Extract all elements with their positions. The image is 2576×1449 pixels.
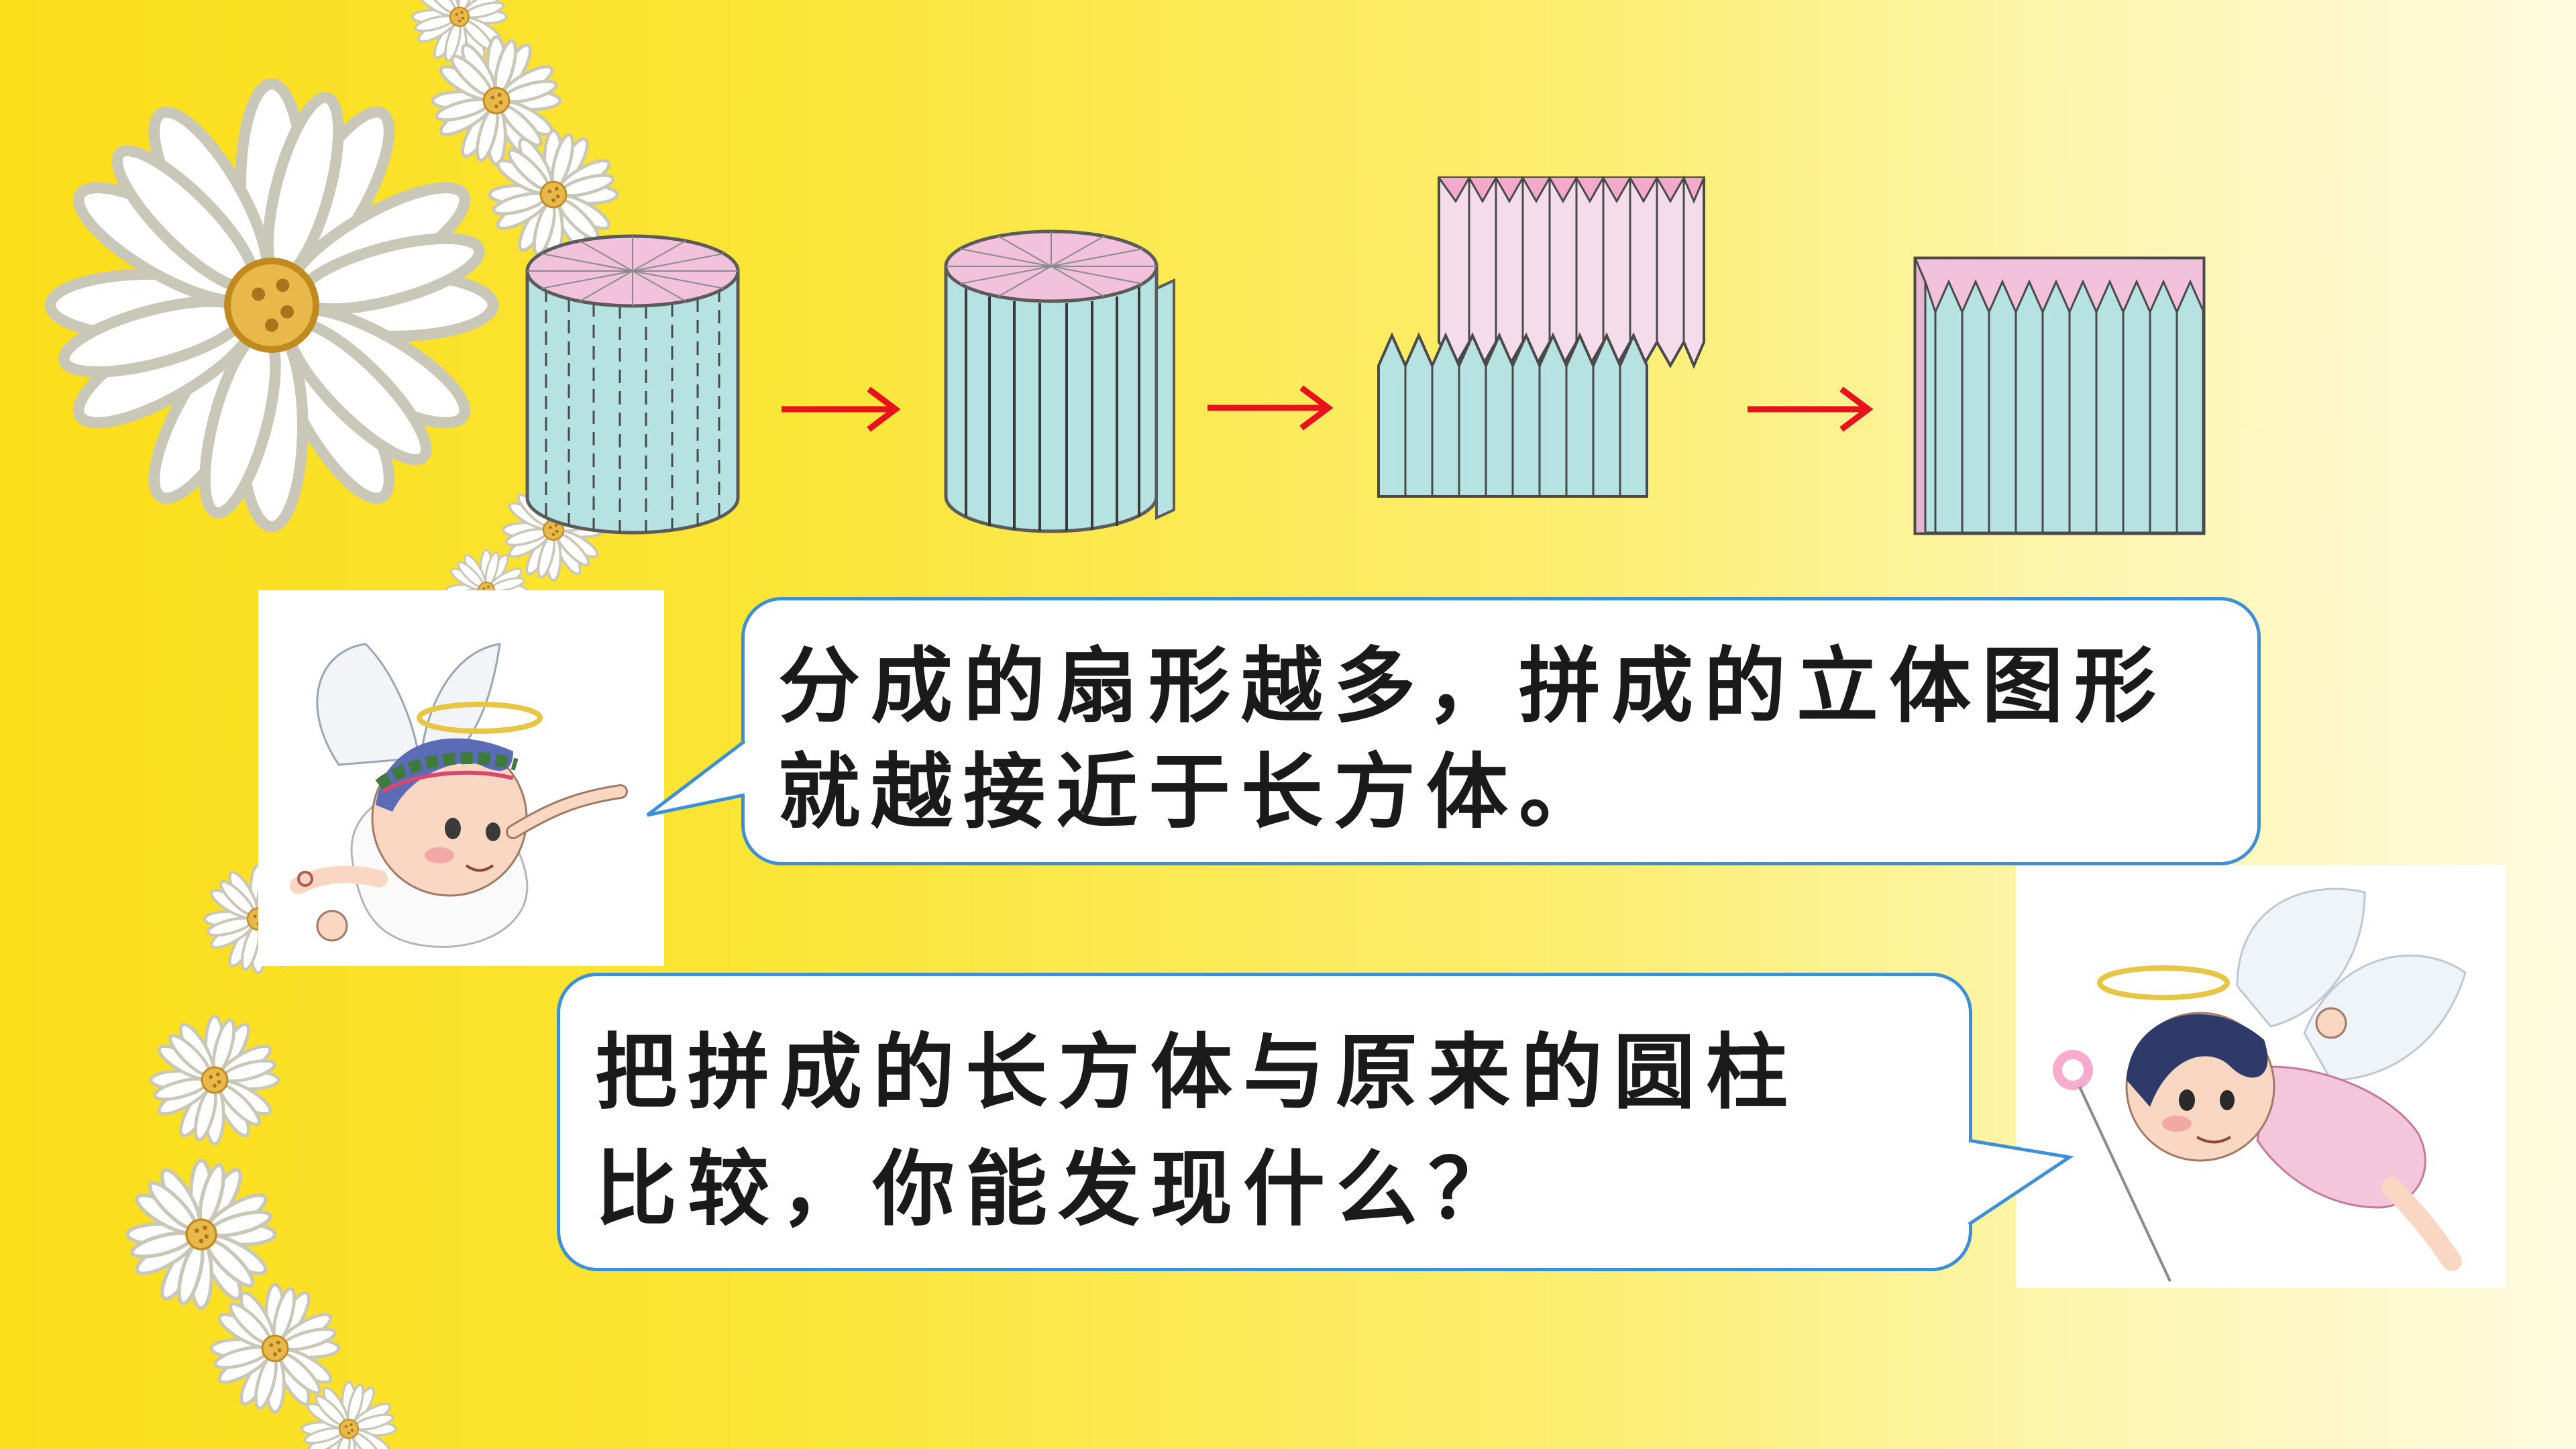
speech-bubble-2: 把拼成的长方体与原来的圆柱 比较，你能发现什么？ [557,973,1972,1271]
cylinder-step-1 [525,234,740,535]
cylinder-diagram [525,175,2206,535]
speech-bubble-1: 分成的扇形越多，拼成的立体图形 就越接近于长方体。 [741,597,2261,865]
arrow-1 [782,386,901,432]
speech-bubble-1-tail [646,740,748,817]
split-halves-step-3 [1377,175,1705,498]
arrow-3 [1748,386,1874,432]
bubble-2-line-2: 比较，你能发现什么？ [595,1142,1521,1237]
bubble-1-line-2: 就越接近于长方体。 [778,745,1611,840]
fairy-girl-illustration [2016,865,2506,1288]
speech-bubble-2-tail [1962,1138,2074,1226]
cylinder-step-2 [944,229,1175,533]
angel-boy-illustration [258,590,664,966]
cuboid-step-4 [1913,256,2206,535]
arrow-2 [1208,385,1334,431]
bubble-1-line-1: 分成的扇形越多，拼成的立体图形 [778,639,2167,734]
bubble-2-line-1: 把拼成的长方体与原来的圆柱 [595,1025,1799,1120]
